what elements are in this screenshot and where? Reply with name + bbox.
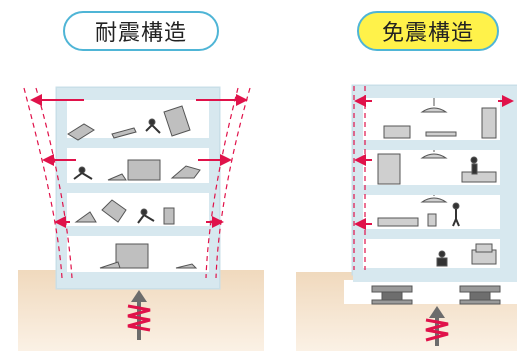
person-icon — [438, 250, 446, 258]
earthquake-resistant-diagram — [18, 86, 264, 351]
fallen-sofa-icon — [67, 123, 95, 141]
title-earthquake-resistant: 耐震構造 — [63, 11, 219, 51]
desk-icon — [461, 171, 497, 183]
person-icon — [78, 166, 86, 174]
lamp-icon — [420, 153, 448, 159]
sway-lines-left — [23, 87, 251, 279]
fallen-cabinet-icon — [115, 243, 149, 269]
title-left-text: 耐震構造 — [94, 21, 187, 46]
force-arrows-left — [30, 94, 248, 228]
sway-lines-right — [353, 86, 366, 270]
force-arrow-icon — [131, 290, 147, 302]
fallen-shelf-icon — [127, 159, 161, 181]
title-seismic-isolation: 免震構造 — [357, 11, 499, 51]
person-icon — [140, 208, 148, 216]
seismic-wave-icon-left — [127, 290, 151, 340]
fallen-cabinet-icon — [163, 105, 191, 137]
lamp-icon — [420, 107, 448, 113]
title-right-text: 免震構造 — [381, 21, 474, 46]
toppled-furniture-left — [67, 105, 201, 269]
upright-furniture-right — [377, 98, 497, 267]
fallen-tv-icon — [101, 199, 127, 223]
lamp-icon — [420, 197, 448, 203]
seismic-wave-icon-right — [425, 306, 449, 346]
shelf-icon — [377, 153, 401, 185]
bed-icon — [377, 217, 419, 227]
person-icon — [452, 202, 460, 210]
building-left — [55, 86, 221, 290]
cabinet-icon — [481, 107, 497, 139]
person-icon — [148, 118, 156, 126]
force-arrow-icon — [429, 306, 445, 318]
fallen-table-icon — [111, 127, 137, 139]
force-arrows-right — [354, 95, 514, 230]
isolator-icons — [371, 285, 501, 305]
person-icon — [470, 156, 478, 164]
sofa-icon — [383, 125, 411, 139]
seismic-isolation-diagram — [296, 84, 517, 351]
